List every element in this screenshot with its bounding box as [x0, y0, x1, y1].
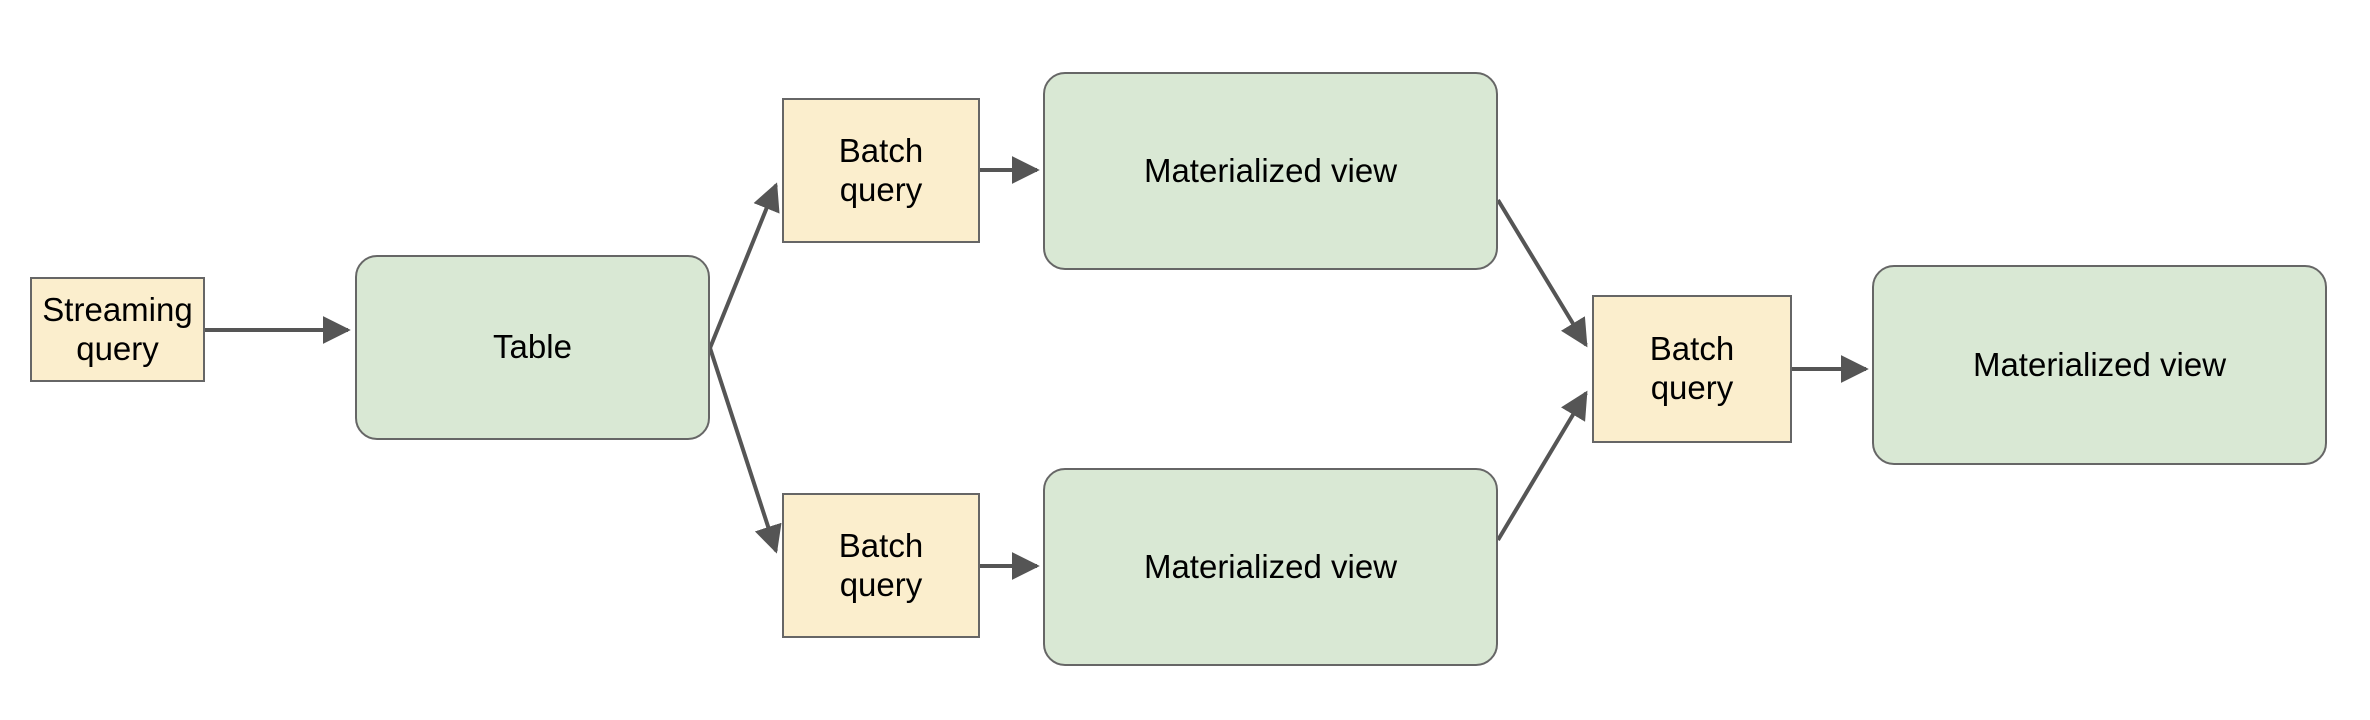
- edge-materialized-view-bottom-to-batch-query-center: [1496, 390, 1588, 542]
- node-streaming-query-label: Streaming query: [42, 290, 193, 367]
- edge-table-to-batch-query-top: [708, 182, 780, 349]
- node-materialized-view-bottom-label: Materialized view: [1143, 547, 1398, 585]
- node-batch-query-top[interactable]: Batch query: [782, 98, 980, 243]
- node-table-label: Table: [493, 328, 572, 366]
- node-batch-query-center[interactable]: Batch query: [1592, 295, 1792, 443]
- node-materialized-view-right-label: Materialized view: [1972, 345, 2227, 383]
- node-batch-query-top-label: Batch query: [838, 131, 924, 208]
- node-batch-query-center-label: Batch query: [1649, 330, 1735, 406]
- node-materialized-view-bottom[interactable]: Materialized view: [1043, 468, 1498, 666]
- node-materialized-view-top-label: Materialized view: [1143, 151, 1398, 189]
- edge-table-to-batch-query-bottom: [708, 347, 782, 554]
- node-materialized-view-top[interactable]: Materialized view: [1043, 72, 1498, 270]
- node-streaming-query[interactable]: Streaming query: [30, 277, 205, 382]
- node-batch-query-bottom[interactable]: Batch query: [782, 493, 980, 638]
- edge-materialized-view-top-to-batch-query-center: [1496, 198, 1588, 348]
- node-batch-query-bottom-label: Batch query: [838, 526, 924, 603]
- node-materialized-view-right[interactable]: Materialized view: [1872, 265, 2327, 465]
- node-table[interactable]: Table: [355, 255, 710, 440]
